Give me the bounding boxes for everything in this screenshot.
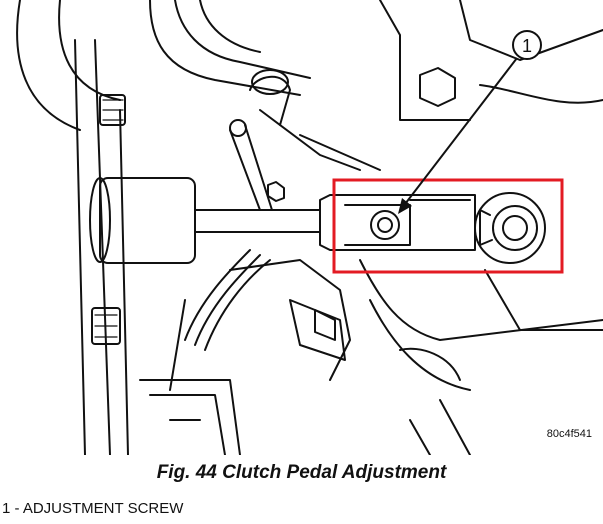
figure-caption: Fig. 44 Clutch Pedal Adjustment [156,462,447,483]
callout-number: 1 [522,36,532,56]
callout-circle [512,30,542,60]
adjustment-highlight-box [332,178,564,274]
legend-list: 1 - ADJUSTMENT SCREW [2,500,183,517]
image-reference-code: 80c4f541 [547,428,592,440]
clutch-pedal-illustration: 1 80c4f541 [16,0,603,455]
callout-arrowhead [398,198,412,214]
callout-leader-line [401,57,518,209]
legend-item-adjustment-screw: 1 - ADJUSTMENT SCREW [2,500,184,517]
